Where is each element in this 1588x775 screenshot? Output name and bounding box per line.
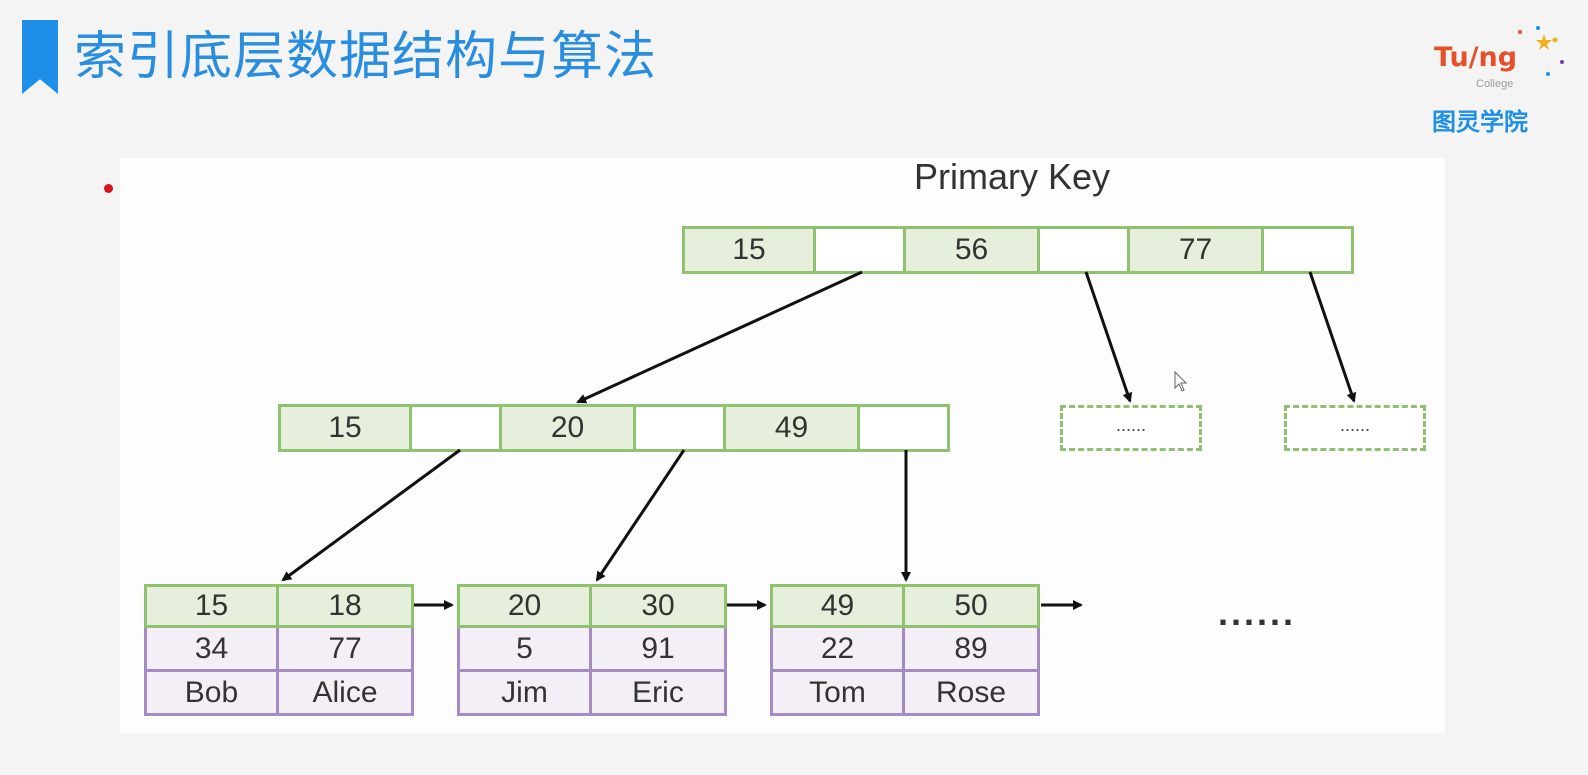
root-pointer — [1040, 226, 1130, 274]
leaf-key: 20 — [457, 584, 592, 628]
arrow-internal-to-leaf — [281, 448, 461, 582]
root-key: 15 — [682, 226, 816, 274]
logo-sub-text: College — [1476, 78, 1514, 90]
internal-key: 15 — [278, 404, 412, 452]
internal-key: 20 — [502, 404, 636, 452]
turing-college-logo: Tu/ng College 图灵学院 — [1420, 22, 1570, 142]
root-key: 56 — [906, 226, 1040, 274]
logo-stars-icon — [1518, 26, 1564, 76]
leaf-key: 18 — [279, 584, 414, 628]
primary-key-label: Primary Key — [914, 156, 1111, 197]
arrow-root-to-placeholder — [1084, 271, 1133, 403]
logo-chinese-text: 图灵学院 — [1432, 108, 1528, 136]
arrow-root-to-internal — [576, 270, 863, 404]
leaf-value: 91 — [592, 628, 727, 672]
leaf-node: 15 18 34 77 Bob Alice — [144, 584, 414, 716]
internal-key: 49 — [726, 404, 860, 452]
leaf-node: 20 30 5 91 Jim Eric — [457, 584, 727, 716]
leaf-name: Bob — [144, 672, 279, 716]
leaf-value: 5 — [457, 628, 592, 672]
leaf-key: 30 — [592, 584, 727, 628]
slide-title: 索引底层数据结构与算法 — [74, 27, 658, 87]
leaf-name: Rose — [905, 672, 1040, 716]
placeholder-node: ...... — [1060, 405, 1202, 451]
leaf-value: 22 — [770, 628, 905, 672]
leaf-value: 77 — [279, 628, 414, 672]
leaf-name: Alice — [279, 672, 414, 716]
bullet-dot — [104, 184, 113, 193]
leaf-value: 89 — [905, 628, 1040, 672]
leaf-key: 49 — [770, 584, 905, 628]
mouse-cursor-icon — [1174, 370, 1188, 392]
arrow-internal-to-leaf — [595, 449, 686, 582]
root-key: 77 — [1130, 226, 1264, 274]
leaf-name: Tom — [770, 672, 905, 716]
root-pointer — [816, 226, 906, 274]
leaf-name: Jim — [457, 672, 592, 716]
logo-brand-text: Tu/ng — [1434, 42, 1518, 73]
placeholder-node: ...... — [1284, 405, 1426, 451]
root-node: 15 56 77 — [682, 226, 1354, 274]
continuation-ellipsis: ...... — [1218, 592, 1297, 633]
internal-pointer — [636, 404, 726, 452]
leaf-name: Eric — [592, 672, 727, 716]
leaf-key: 50 — [905, 584, 1040, 628]
internal-node: 15 20 49 — [278, 404, 950, 452]
leaf-value: 34 — [144, 628, 279, 672]
leaf-key: 15 — [144, 584, 279, 628]
arrow-root-to-placeholder — [1308, 271, 1357, 403]
leaf-node: 49 50 22 89 Tom Rose — [770, 584, 1040, 716]
